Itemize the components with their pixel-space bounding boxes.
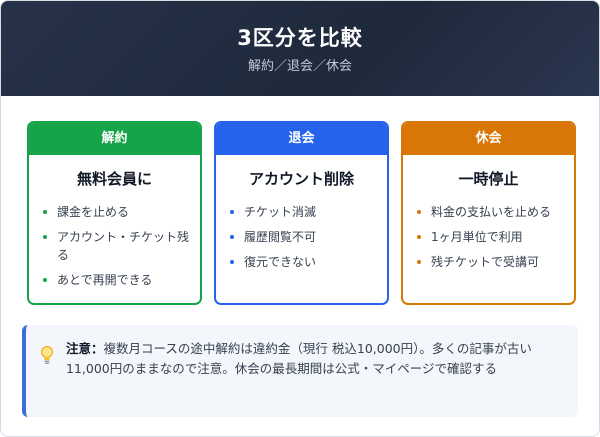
card-row: 解約 無料会員に 課金を止める アカウント・チケット残る あとで再開できる 退会… xyxy=(27,121,576,305)
card-list-pause: 料金の支払いを止める 1ヶ月単位で利用 残チケットで受講可 xyxy=(403,203,574,271)
list-item: あとで再開できる xyxy=(43,271,190,289)
card-withdraw: 退会 アカウント削除 チケット消滅 履歴閲覧不可 復元できない xyxy=(214,121,389,305)
header: 3区分を比較 解約／退会／休会 xyxy=(1,1,599,96)
bullet-icon xyxy=(43,235,47,239)
card-title-cancel: 無料会員に xyxy=(76,170,152,188)
card-cancel: 解約 無料会員に 課金を止める アカウント・チケット残る あとで再開できる xyxy=(27,121,202,305)
card-title-pause: 一時停止 xyxy=(458,170,519,188)
list-item: チケット消滅 xyxy=(230,203,377,221)
list-item: 履歴閲覧不可 xyxy=(230,228,377,246)
card-header-pause: 休会 xyxy=(403,123,574,155)
card-header-withdraw: 退会 xyxy=(216,123,387,155)
bullet-icon xyxy=(230,260,234,264)
bullet-icon xyxy=(43,210,47,214)
list-item: 残チケットで受講可 xyxy=(417,253,564,271)
lightbulb-icon xyxy=(41,346,53,364)
page-title: 3区分を比較 xyxy=(237,26,363,50)
bullet-icon xyxy=(230,210,234,214)
card-list-cancel: 課金を止める アカウント・チケット残る あとで再開できる xyxy=(29,203,200,289)
list-item: 復元できない xyxy=(230,253,377,271)
note-body: 複数月コースの途中解約は違約金（現行 税込10,000円）。多くの記事が古い11… xyxy=(66,341,532,376)
page-subtitle: 解約／退会／休会 xyxy=(247,59,352,74)
note-text: 注意：複数月コースの途中解約は違約金（現行 税込10,000円）。多くの記事が古… xyxy=(66,339,566,379)
bullet-icon xyxy=(43,278,47,282)
card-title-withdraw: アカウント削除 xyxy=(248,170,354,188)
list-item: 課金を止める xyxy=(43,203,190,221)
card-list-withdraw: チケット消滅 履歴閲覧不可 復元できない xyxy=(216,203,387,271)
card-header-cancel: 解約 xyxy=(29,123,200,155)
list-item: 料金の支払いを止める xyxy=(417,203,564,221)
bullet-icon xyxy=(417,260,421,264)
caution-note: 注意：複数月コースの途中解約は違約金（現行 税込10,000円）。多くの記事が古… xyxy=(22,325,578,417)
bullet-icon xyxy=(230,235,234,239)
bullet-icon xyxy=(417,235,421,239)
list-item: 1ヶ月単位で利用 xyxy=(417,228,564,246)
bullet-icon xyxy=(417,210,421,214)
list-item: アカウント・チケット残る xyxy=(43,228,190,264)
card-pause: 休会 一時停止 料金の支払いを止める 1ヶ月単位で利用 残チケットで受講可 xyxy=(401,121,576,305)
note-label: 注意： xyxy=(66,341,104,356)
